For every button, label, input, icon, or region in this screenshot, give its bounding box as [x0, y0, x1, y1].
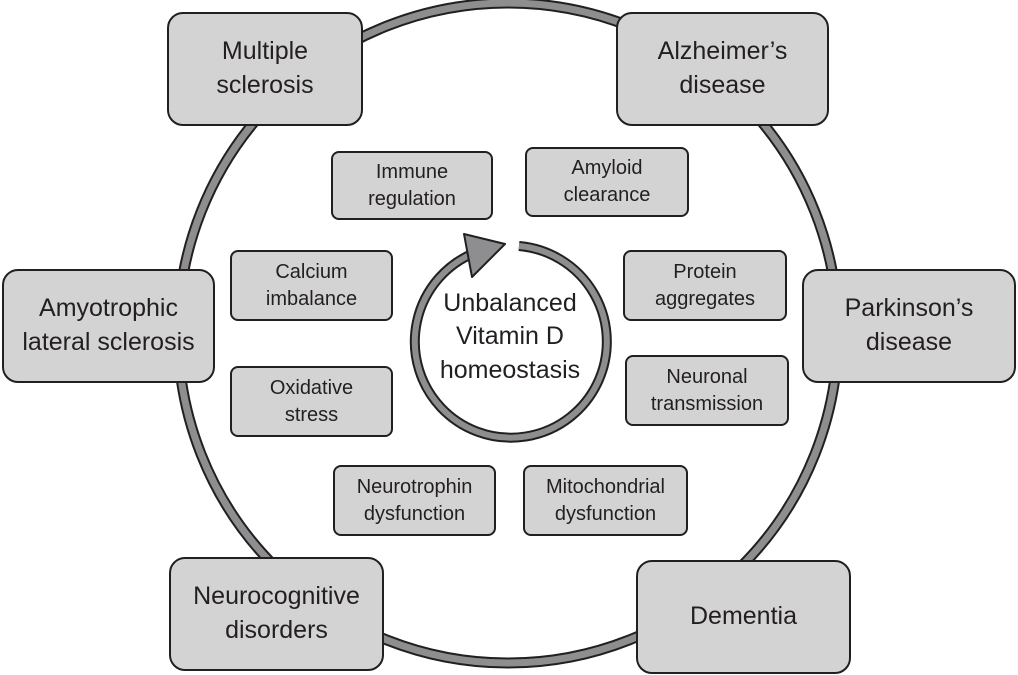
disease-box-alzheimers-disease: Alzheimer’s disease [616, 12, 829, 126]
mechanism-label: Mitochondrial dysfunction [546, 475, 665, 525]
mechanism-label: Amyloid clearance [563, 157, 651, 206]
mechanism-box-protein-aggregates: Protein aggregates [623, 250, 787, 321]
disease-box-amyotrophic-lateral-sclerosis: Amyotrophic lateral sclerosis [2, 269, 215, 383]
disease-label: Alzheimer’s disease [657, 37, 788, 99]
mechanism-box-immune-regulation: Immune regulation [331, 151, 493, 220]
disease-box-neurocognitive-disorders: Neurocognitive disorders [169, 557, 384, 671]
mechanism-box-amyloid-clearance: Amyloid clearance [525, 147, 689, 217]
mechanism-label: Protein aggregates [654, 260, 756, 310]
disease-label: Multiple sclerosis [216, 37, 314, 99]
mechanism-box-neuronal-transmission: Neuronal transmission [625, 355, 789, 426]
disease-label: Parkinson’s disease [844, 294, 974, 356]
mechanism-label: Neuronal transmission [650, 365, 764, 415]
disease-box-dementia: Dementia [636, 560, 851, 674]
disease-label: Dementia [690, 602, 797, 631]
disease-label: Amyotrophic lateral sclerosis [22, 294, 195, 356]
mechanism-label: Immune regulation [368, 160, 456, 210]
mechanism-label: Calcium imbalance [265, 260, 358, 310]
disease-label: Neurocognitive disorders [193, 582, 360, 644]
mechanism-label: Oxidative stress [269, 376, 354, 426]
mechanism-label: Neurotrophin dysfunction [356, 475, 473, 525]
mechanism-box-calcium-imbalance: Calcium imbalance [230, 250, 393, 321]
mechanism-box-oxidative-stress: Oxidative stress [230, 366, 393, 437]
mechanism-box-mitochondrial-dysfunction: Mitochondrial dysfunction [523, 465, 688, 536]
mechanism-box-neurotrophin-dysfunction: Neurotrophin dysfunction [333, 465, 496, 536]
disease-box-multiple-sclerosis: Multiple sclerosis [167, 12, 363, 126]
center-label: Unbalanced Vitamin D homeostasis [439, 289, 581, 384]
cycle-arrow-icon [409, 233, 612, 443]
disease-box-parkinsons-disease: Parkinson’s disease [802, 269, 1016, 383]
